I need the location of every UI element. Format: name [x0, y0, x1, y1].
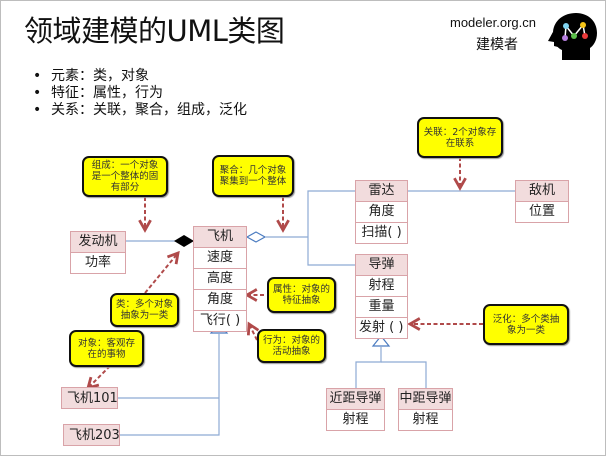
class-name: 敌机: [516, 181, 568, 201]
class-attribute: 角度: [356, 201, 407, 222]
class-radar[interactable]: 雷达 角度 扫描( ): [355, 180, 408, 244]
class-attribute: 位置: [516, 201, 568, 222]
class-short-range-missile[interactable]: 近距导弹 射程: [326, 388, 385, 431]
class-attribute: 高度: [194, 268, 246, 289]
class-attribute: 射程: [399, 409, 452, 430]
class-plane[interactable]: 飞机 速度 高度 角度 飞行( ): [193, 226, 247, 332]
brand-name: 建模者: [476, 37, 518, 53]
instance-line: [120, 333, 220, 436]
class-mid-range-missile[interactable]: 中距导弹 射程: [398, 388, 453, 431]
callout-arrow: [249, 324, 257, 341]
note-class: 类：多个对象抽象为一类: [110, 293, 179, 327]
class-operation: 发射 ( ): [356, 317, 407, 338]
class-operation: 飞行( ): [194, 310, 246, 331]
class-enemy-plane[interactable]: 敌机 位置: [515, 180, 569, 223]
class-name: 中距导弹: [399, 389, 452, 409]
slide-title: 领域建模的UML类图: [24, 14, 285, 48]
class-name: 导弹: [356, 255, 407, 275]
object-plane-203[interactable]: 飞机203: [63, 424, 120, 446]
head-network-icon: [548, 13, 597, 60]
class-attribute: 功率: [71, 252, 125, 273]
note-generalization: 泛化：多个类抽象为一类: [483, 304, 569, 345]
generalization-line: [381, 361, 427, 388]
class-attribute: 射程: [356, 275, 407, 296]
aggregation-diamond: [245, 231, 267, 243]
class-engine[interactable]: 发动机 功率: [70, 231, 126, 274]
class-attribute: 重量: [356, 296, 407, 317]
object-plane-101[interactable]: 飞机101: [61, 387, 118, 409]
class-name: 雷达: [356, 181, 407, 201]
note-composition: 组成：一个对象是一个整体的固有部分: [82, 156, 168, 197]
note-attribute: 属性：对象的特征抽象: [267, 277, 336, 313]
class-name: 近距导弹: [327, 389, 384, 409]
class-missile[interactable]: 导弹 射程 重量 发射 ( ): [355, 254, 408, 339]
aggregation-branch: [307, 190, 355, 266]
class-name: 飞机: [194, 227, 246, 247]
note-object: 对象：客观存在的事物: [69, 330, 144, 367]
callout-arrow: [144, 253, 178, 294]
callout-arrow: [88, 365, 111, 388]
bullet-list: 元素：类，对象 特征：属性，行为 关系：关联，聚合，组成，泛化: [33, 68, 247, 119]
bullet-relations: 关系：关联，聚合，组成，泛化: [33, 102, 247, 119]
note-association: 关联：2个对象存在联系: [417, 117, 503, 158]
class-name: 发动机: [71, 232, 125, 252]
class-attribute: 射程: [327, 409, 384, 430]
class-attribute: 速度: [194, 247, 246, 268]
bullet-elements: 元素：类，对象: [33, 68, 247, 85]
class-attribute: 角度: [194, 289, 246, 310]
composition-diamond: [174, 235, 194, 247]
class-operation: 扫描( ): [356, 222, 407, 243]
site-url: modeler.org.cn: [450, 15, 536, 30]
bullet-features: 特征：属性，行为: [33, 85, 247, 102]
generalization-line: [355, 346, 382, 388]
note-aggregation: 聚合：几个对象聚集到一个整体: [212, 155, 294, 197]
note-behavior: 行为：对象的活动抽象: [257, 329, 326, 363]
